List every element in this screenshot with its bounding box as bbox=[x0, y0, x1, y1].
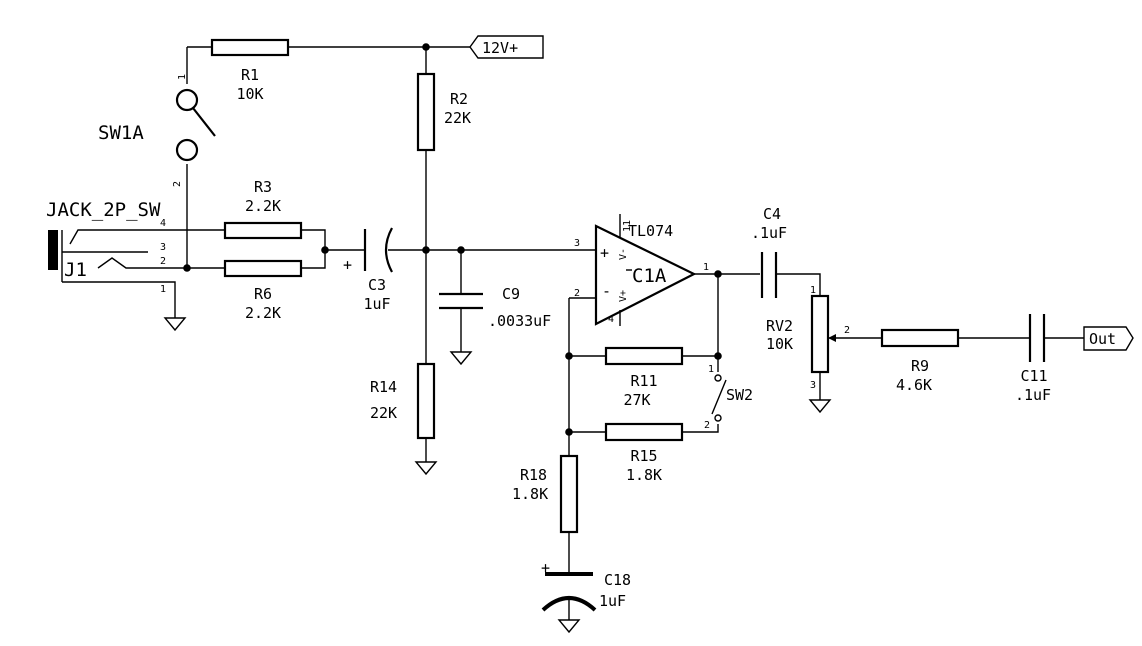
r6-value: 2.2K bbox=[245, 304, 281, 322]
c4-value: .1uF bbox=[751, 224, 787, 242]
capacitor-c9: C9 .0033uF bbox=[439, 285, 551, 330]
rv2-pin1: 1 bbox=[810, 285, 816, 296]
opamp-ref: C1A bbox=[632, 265, 667, 287]
potentiometer-rv2: 1 2 3 RV2 10K bbox=[766, 285, 850, 391]
ground-icon bbox=[414, 461, 438, 476]
r11-ref: R11 bbox=[630, 372, 657, 390]
opamp-minus: - bbox=[602, 282, 611, 300]
jack-pin4: 4 bbox=[160, 218, 166, 229]
rv2-pin3: 3 bbox=[810, 380, 816, 391]
switch-sw2: 1 2 SW2 bbox=[704, 364, 753, 431]
rv2-pin2: 2 bbox=[844, 325, 850, 336]
r2-ref: R2 bbox=[450, 90, 468, 108]
r14-value: 22K bbox=[370, 404, 397, 422]
c4-ref: C4 bbox=[763, 205, 781, 223]
resistor-r15: R15 1.8K bbox=[604, 422, 684, 484]
resistor-r18: R18 1.8K bbox=[512, 454, 579, 534]
jack-value: JACK_2P_SW bbox=[46, 199, 161, 221]
r3-value: 2.2K bbox=[245, 197, 281, 215]
c9-ref: C9 bbox=[502, 285, 520, 303]
c18-polarity: + bbox=[541, 559, 550, 577]
c11-value: .1uF bbox=[1015, 386, 1051, 404]
c3-value: 1uF bbox=[363, 295, 390, 313]
r15-ref: R15 bbox=[630, 447, 657, 465]
r1-value: 10K bbox=[236, 85, 263, 103]
sw2-ref: SW2 bbox=[726, 386, 753, 404]
r14-ref: R14 bbox=[370, 378, 397, 396]
c3-ref: C3 bbox=[368, 276, 386, 294]
ground-icon bbox=[808, 399, 832, 414]
opamp-u1: 3 2 1 11 4 + - V- V+ C1A TL074 bbox=[574, 214, 709, 326]
capacitor-c18: + C18 1uF bbox=[541, 559, 631, 612]
power-flag-12v: 12V+ bbox=[469, 35, 544, 59]
resistor-r3: R3 2.2K bbox=[223, 178, 303, 240]
ground-icon bbox=[449, 351, 473, 366]
sw1a-pin2: 2 bbox=[172, 181, 183, 187]
rv2-ref: RV2 bbox=[766, 317, 793, 335]
junction-dots bbox=[183, 43, 722, 436]
opamp-pin1: 1 bbox=[703, 262, 709, 273]
resistor-r2: R2 22K bbox=[416, 72, 471, 152]
ground-icon bbox=[163, 317, 187, 332]
c9-value: .0033uF bbox=[488, 312, 551, 330]
jack-ref: J1 bbox=[64, 259, 87, 281]
switch-sw1a: 1 2 SW1A bbox=[98, 74, 216, 187]
r9-ref: R9 bbox=[911, 357, 929, 375]
output-flag: Out bbox=[1083, 326, 1134, 351]
resistor-r14: R14 22K bbox=[370, 362, 436, 440]
jack-j1: 4 3 2 1 JACK_2P_SW J1 bbox=[46, 199, 166, 295]
r11-value: 27K bbox=[623, 391, 650, 409]
ground-icon bbox=[557, 619, 581, 634]
r2-value: 22K bbox=[444, 109, 471, 127]
output-label: Out bbox=[1089, 330, 1116, 348]
r3-ref: R3 bbox=[254, 178, 272, 196]
r18-ref: R18 bbox=[520, 466, 547, 484]
power-12v-label: 12V+ bbox=[482, 39, 518, 57]
sw1a-ref: SW1A bbox=[98, 122, 144, 144]
resistor-r11: R11 27K bbox=[604, 346, 684, 409]
capacitor-c4: C4 .1uF bbox=[751, 205, 787, 298]
resistor-r6: R6 2.2K bbox=[223, 259, 303, 322]
opamp-vminus: V- bbox=[618, 248, 629, 260]
opamp-pin11: 11 bbox=[622, 220, 633, 232]
jack-pin2: 2 bbox=[160, 256, 166, 267]
opamp-pin2: 2 bbox=[574, 288, 580, 299]
resistor-r1: R1 10K bbox=[210, 38, 290, 103]
resistor-r9: R9 4.6K bbox=[880, 328, 960, 394]
jack-pin1: 1 bbox=[160, 284, 166, 295]
opamp-plus: + bbox=[600, 244, 609, 262]
sw1a-pin1: 1 bbox=[177, 74, 188, 80]
c18-value: 1uF bbox=[599, 592, 626, 610]
c11-ref: C11 bbox=[1020, 367, 1047, 385]
rv2-value: 10K bbox=[766, 335, 793, 353]
r6-ref: R6 bbox=[254, 285, 272, 303]
r18-value: 1.8K bbox=[512, 485, 548, 503]
opamp-pin3: 3 bbox=[574, 238, 580, 249]
c18-ref: C18 bbox=[604, 571, 631, 589]
ground-symbols bbox=[163, 317, 832, 634]
r9-value: 4.6K bbox=[896, 376, 932, 394]
sw2-pin2: 2 bbox=[704, 420, 710, 431]
sw2-pin1: 1 bbox=[708, 364, 714, 375]
capacitor-c11: C11 .1uF bbox=[1015, 314, 1051, 404]
capacitor-c3: + C3 1uF bbox=[343, 227, 393, 313]
opamp-value: TL074 bbox=[628, 222, 673, 240]
r1-ref: R1 bbox=[241, 66, 259, 84]
r15-value: 1.8K bbox=[626, 466, 662, 484]
opamp-pin4: 4 bbox=[608, 314, 614, 325]
c3-polarity: + bbox=[343, 256, 352, 274]
jack-pin3: 3 bbox=[160, 242, 166, 253]
opamp-vplus: V+ bbox=[618, 290, 629, 302]
